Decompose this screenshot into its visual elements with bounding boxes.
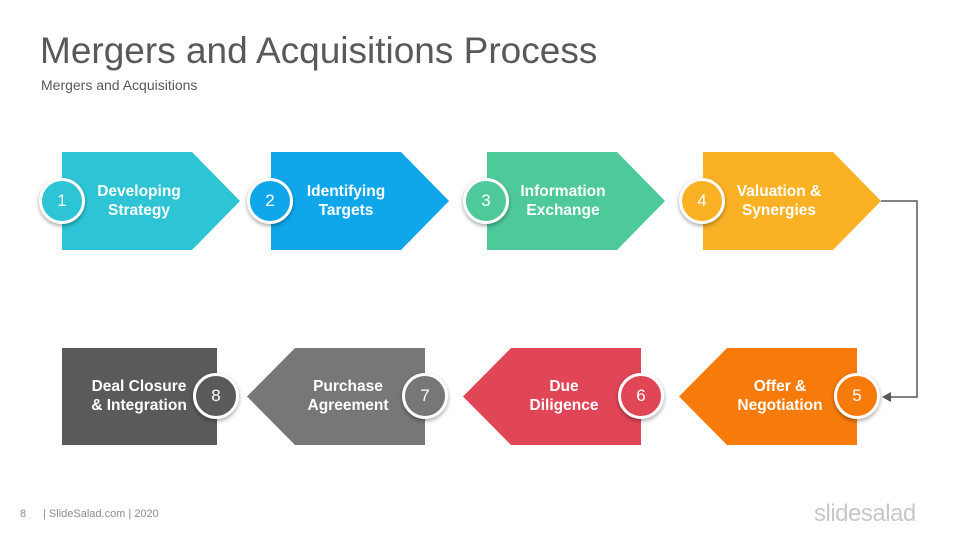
step-8-number-badge: 8 xyxy=(193,373,239,419)
step-5-arrow-shape xyxy=(679,348,857,445)
step-6-label-line1: Due xyxy=(549,378,579,395)
step-7-arrow xyxy=(247,348,425,445)
step-3-arrow xyxy=(487,152,665,250)
connector-line xyxy=(881,200,918,398)
slide-title: Mergers and Acquisitions Process xyxy=(40,30,598,71)
step-4-label-line1: Valuation & xyxy=(736,183,822,200)
step-2-label-line1: Identifying xyxy=(306,183,386,200)
step-1-arrow-shape xyxy=(62,152,240,250)
step-2-label-line2: Targets xyxy=(318,202,374,219)
step-8-label-line2: & Integration xyxy=(91,397,187,414)
step-7-label-line1: Purchase xyxy=(313,378,383,395)
step-3-label-line2: Exchange xyxy=(526,202,600,219)
footer-credit: | SlideSalad.com | 2020 xyxy=(43,508,159,520)
step-2-number-badge: 2 xyxy=(247,178,293,224)
step-8-label-line1: Deal Closure xyxy=(91,378,187,395)
step-6-arrow xyxy=(463,348,641,445)
slidesalad-logo: slidesalad xyxy=(814,500,916,527)
step-7-label-line2: Agreement xyxy=(307,397,389,414)
slide-subtitle: Mergers and Acquisitions xyxy=(41,77,198,93)
step-4-arrow-shape xyxy=(703,152,881,250)
step-1-label: Developing Strategy xyxy=(79,182,199,220)
step-4-arrow xyxy=(703,152,881,250)
step-1-number-badge: 1 xyxy=(39,178,85,224)
step-6-label-line2: Diligence xyxy=(529,397,599,414)
step-5-label-line2: Negotiation xyxy=(737,397,823,414)
step-3-number-badge: 3 xyxy=(463,178,509,224)
step-7-label: Purchase Agreement xyxy=(288,377,408,415)
step-1-arrow xyxy=(62,152,240,250)
step-2-arrow xyxy=(271,152,449,250)
step-5-label-line1: Offer & xyxy=(753,378,807,395)
step-6-number-badge: 6 xyxy=(618,373,664,419)
step-6-label: Due Diligence xyxy=(504,377,624,415)
connector-arrowhead xyxy=(882,392,891,402)
footer-page-number: 8 xyxy=(20,508,27,520)
step-7-number-badge: 7 xyxy=(402,373,448,419)
step-1-label-line1: Developing xyxy=(97,183,181,200)
step-8-box xyxy=(62,348,217,445)
step-6-arrow-shape xyxy=(463,348,641,445)
step-1-label-line2: Strategy xyxy=(107,202,171,219)
step-4-label: Valuation & Synergies xyxy=(719,182,839,220)
step-5-label: Offer & Negotiation xyxy=(720,377,840,415)
step-8-box-shape xyxy=(62,348,217,445)
step-8-label: Deal Closure & Integration xyxy=(79,377,199,415)
step-5-arrow xyxy=(679,348,857,445)
step-2-label: Identifying Targets xyxy=(286,182,406,220)
step-7-arrow-shape xyxy=(247,348,425,445)
step-5-number-badge: 5 xyxy=(834,373,880,419)
step-3-arrow-shape xyxy=(487,152,665,250)
step-4-label-line2: Synergies xyxy=(741,202,817,219)
step-2-arrow-shape xyxy=(271,152,449,250)
step-3-label-line1: Information xyxy=(520,183,606,200)
step-4-number-badge: 4 xyxy=(679,178,725,224)
step-3-label: Information Exchange xyxy=(503,182,623,220)
